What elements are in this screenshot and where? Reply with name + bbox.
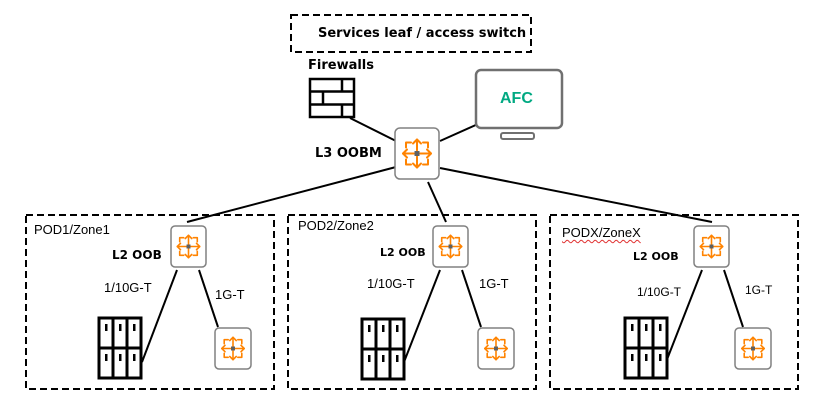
pod2-switch-label: L2 OOB bbox=[380, 246, 426, 259]
pod1-server-rack-icon bbox=[97, 316, 143, 380]
pod1-l2-switch-icon bbox=[170, 225, 207, 268]
pod2-access-label: 1G-T bbox=[479, 276, 509, 291]
pod2-server-rack-icon bbox=[360, 317, 406, 381]
link-core-pod1 bbox=[186, 166, 397, 223]
podx-l2-switch-icon bbox=[693, 225, 730, 268]
link-firewall-core bbox=[349, 117, 399, 143]
pod2-zone-box bbox=[287, 214, 537, 390]
link-pod1-uplink bbox=[141, 269, 178, 363]
pod2-access-switch-icon bbox=[477, 327, 515, 370]
podx-switch-label: L2 OOB bbox=[633, 250, 679, 263]
pod1-access-label: 1G-T bbox=[215, 287, 245, 302]
link-pod2-uplink bbox=[403, 269, 441, 363]
core-switch-icon bbox=[394, 127, 440, 180]
link-pod2-access bbox=[461, 269, 482, 328]
afc-label: AFC bbox=[500, 90, 533, 107]
podx-access-label: 1G-T bbox=[745, 283, 773, 297]
pod1-switch-label: L2 OOB bbox=[112, 248, 162, 262]
podx-name: PODX/ZoneX bbox=[562, 225, 641, 240]
link-core-pod2 bbox=[427, 181, 447, 223]
pod2-uplink-label: 1/10G-T bbox=[367, 276, 415, 291]
pod1-name: POD1/Zone1 bbox=[34, 222, 110, 237]
pod1-access-switch-icon bbox=[214, 327, 252, 370]
link-afc-core bbox=[439, 123, 479, 142]
pod2-l2-switch-icon bbox=[432, 225, 469, 268]
podx-name-text: PODX/ZoneX bbox=[562, 225, 641, 240]
podx-uplink-label: 1/10G-T bbox=[637, 285, 682, 299]
services-leaf-box bbox=[290, 14, 532, 53]
podx-server-rack-icon bbox=[623, 316, 669, 380]
pod1-zone-box bbox=[25, 214, 275, 390]
firewall-brick-icon bbox=[308, 77, 356, 119]
link-pod1-access bbox=[198, 269, 219, 328]
link-podx-access bbox=[723, 269, 744, 328]
link-podx-uplink bbox=[665, 269, 703, 363]
monitor-icon bbox=[474, 68, 564, 140]
pod2-name: POD2/Zone2 bbox=[298, 218, 374, 233]
podx-access-switch-icon bbox=[734, 327, 772, 370]
link-core-podx bbox=[439, 167, 713, 223]
firewalls-label: Firewalls bbox=[308, 58, 374, 73]
core-switch-label: L3 OOBM bbox=[315, 146, 382, 161]
services-leaf-label: Services leaf / access switch bbox=[318, 26, 527, 41]
pod1-uplink-label: 1/10G-T bbox=[104, 280, 152, 295]
